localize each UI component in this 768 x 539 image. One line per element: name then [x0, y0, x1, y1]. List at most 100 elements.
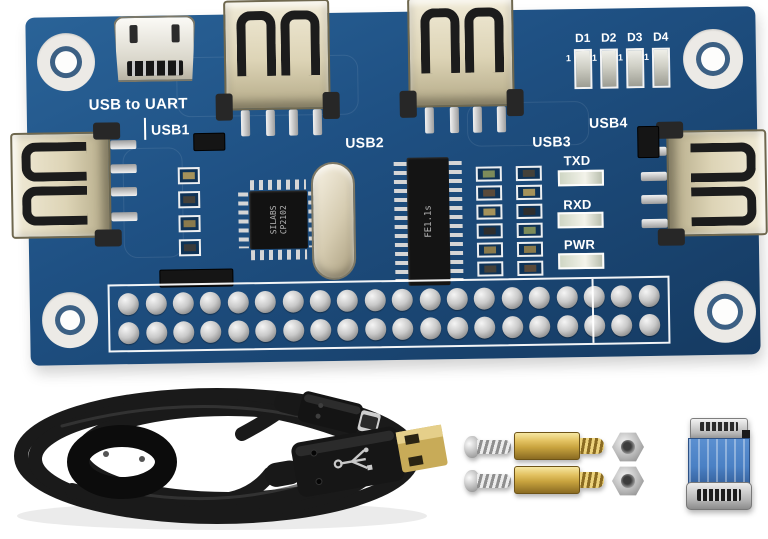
usb-hub-hat-board: USB to UART — [10, 0, 768, 366]
header-pad — [501, 315, 524, 338]
usb-port-pin — [449, 106, 460, 134]
smd-resistor — [476, 223, 503, 239]
usb-contact-slot — [464, 7, 505, 73]
micro-usb-port — [113, 15, 196, 82]
micro-usb-mount-slot — [129, 25, 137, 43]
led-polarity-mark: 1 — [565, 53, 572, 64]
usb-port-shell — [666, 129, 768, 237]
uart-chip-cp2102: SILABS CP2102 — [238, 179, 319, 261]
smd-body — [523, 188, 536, 196]
nut-hole — [621, 440, 635, 454]
usb-port-leg — [92, 122, 121, 140]
smd-resistor — [476, 185, 503, 201]
led-package: 1 — [618, 48, 645, 89]
adapter-top-connector — [690, 418, 748, 440]
smd-resistor — [178, 191, 201, 209]
pwr-led — [558, 252, 605, 270]
mounting-hole-ring — [54, 304, 86, 336]
usb2-label: USB2 — [345, 134, 384, 151]
smd-body — [524, 264, 537, 272]
usb-port-pin — [110, 164, 137, 174]
brass-standoff — [514, 466, 606, 496]
usb3-port — [399, 0, 524, 134]
screw — [464, 434, 514, 460]
usb-contact-slot — [691, 186, 757, 227]
header-pad — [337, 289, 359, 312]
usb-contact-slot — [236, 10, 277, 77]
gpio-header — [107, 275, 671, 353]
header-pad — [584, 314, 606, 337]
mounting-hole — [41, 291, 99, 349]
mounting-hole-ring — [695, 41, 731, 77]
header-pad — [473, 286, 496, 310]
led-d4: D4 1 — [644, 29, 674, 88]
led-d1-label: D1 — [574, 30, 591, 46]
header-pad — [173, 320, 195, 343]
smd-body — [484, 265, 497, 273]
usb-contact-slot — [21, 141, 87, 182]
header-pad — [117, 292, 140, 315]
smd-resistor — [516, 184, 543, 201]
smd-body — [183, 220, 196, 228]
usb-port-leg — [656, 121, 684, 139]
usb-port-leg — [215, 93, 233, 121]
screw-thread — [477, 440, 511, 454]
smd-body — [483, 227, 496, 235]
header-pad — [474, 315, 496, 339]
header-pad — [172, 291, 194, 314]
ferrite-bead — [67, 425, 177, 499]
header-pad — [200, 291, 222, 314]
smd-resistor — [516, 222, 543, 239]
led-package: 1 — [566, 48, 593, 90]
usb-port-shell — [10, 131, 112, 239]
smd-resistor — [517, 260, 544, 277]
adapter-pin-row — [700, 422, 738, 431]
smd-body — [183, 244, 196, 252]
header-pad — [145, 321, 168, 344]
chip-pins — [249, 179, 307, 191]
standoff-thread — [580, 472, 604, 488]
header-pad — [254, 290, 277, 313]
smd-body — [523, 245, 537, 253]
led-d3-label: D3 — [626, 30, 643, 45]
chip-marking: SILABS CP2102 — [268, 205, 288, 234]
mounting-hole — [682, 28, 744, 90]
usb-port-pin — [110, 187, 138, 197]
chip-marking-line: CP2102 — [278, 205, 288, 235]
micro-usb-opening — [127, 60, 183, 76]
standoff-thread — [580, 438, 604, 454]
adapter-pin-row — [697, 489, 741, 501]
led-package: 1 — [592, 48, 619, 89]
header-pad — [364, 288, 386, 311]
usb-contact-slot — [280, 10, 321, 76]
header-pad — [282, 289, 304, 313]
smd-component — [637, 125, 660, 159]
mounting-hole-ring — [49, 45, 83, 79]
usb-port-pin — [496, 106, 507, 133]
led-d4-label: D4 — [652, 29, 669, 44]
usb-port-pin — [472, 106, 483, 133]
micro-usb-adapter — [686, 418, 752, 512]
smd-resistor — [476, 242, 504, 258]
screw-thread — [477, 474, 511, 488]
usb-port-pin — [111, 212, 138, 222]
header-pad — [447, 316, 469, 339]
usb-port-pin — [312, 109, 323, 136]
usb-port-leg — [399, 90, 417, 118]
micro-usb-plug — [274, 391, 381, 435]
chip-body: FE1.1s — [406, 157, 451, 286]
smd-resistor — [515, 165, 542, 182]
smd-body — [522, 169, 535, 177]
smd-resistor — [475, 166, 502, 182]
led-d2-label: D2 — [600, 30, 617, 45]
header-pad — [583, 285, 605, 308]
crystal-oscillator — [310, 161, 357, 281]
silkscreen-bar — [143, 117, 147, 140]
usb-port-leg — [506, 88, 524, 117]
header-pad — [446, 287, 468, 310]
smd-resistor — [178, 215, 201, 233]
usb3-label: USB3 — [532, 133, 571, 150]
header-pad — [200, 320, 222, 343]
smd-body — [523, 226, 536, 234]
